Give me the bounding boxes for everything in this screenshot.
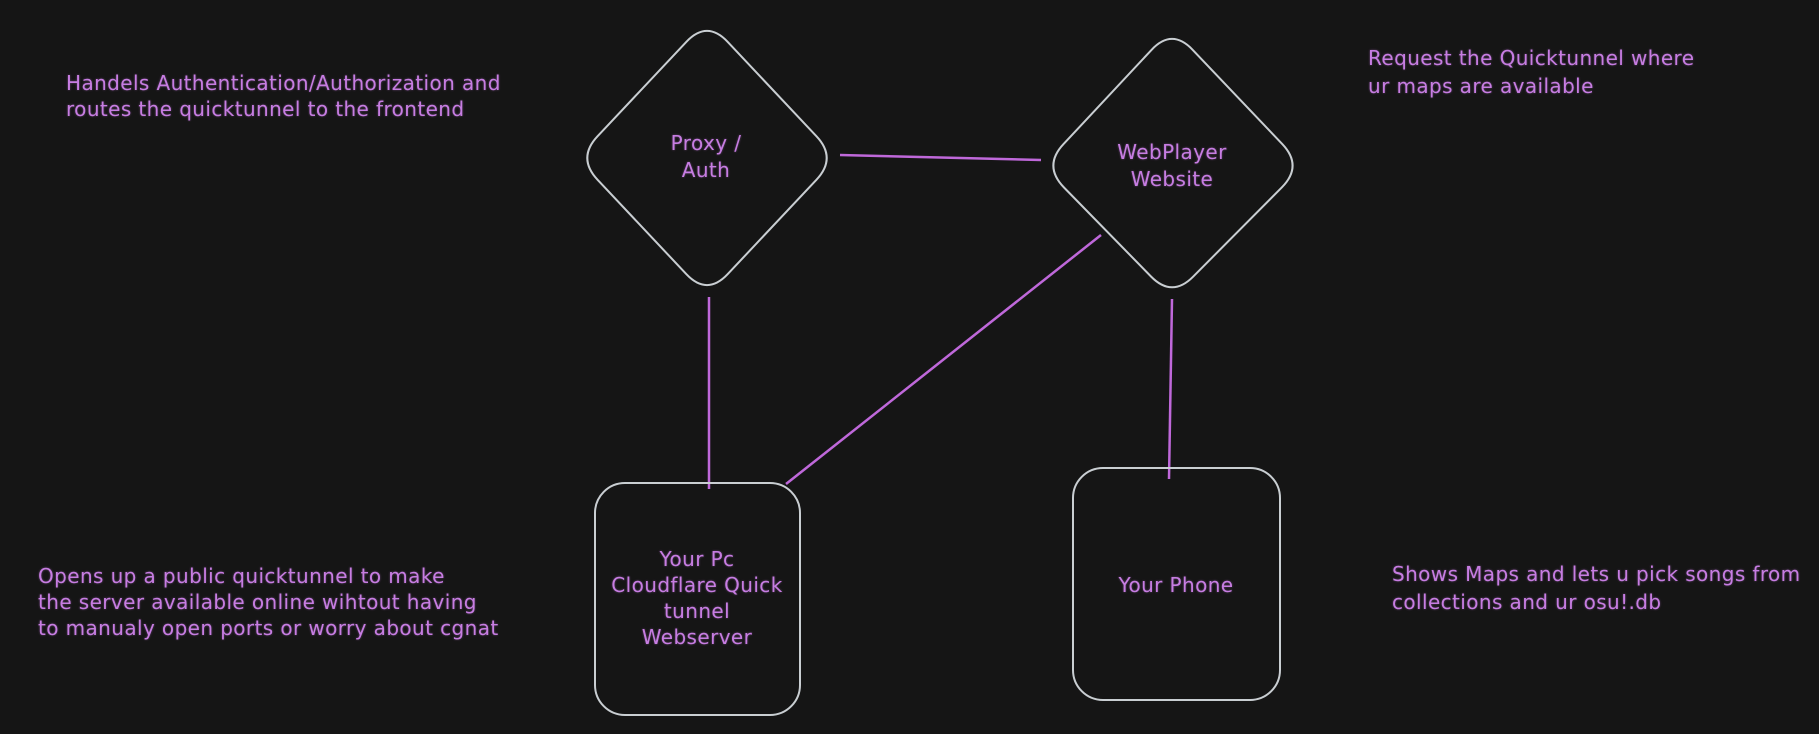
annotation-webplayer-note[interactable]: Request the Quicktunnel where ur maps ar…: [1368, 46, 1695, 98]
node-shape-proxy-auth[interactable]: [586, 29, 828, 287]
node-shape-your-phone[interactable]: [1072, 467, 1281, 701]
annotation-phone-note[interactable]: Shows Maps and lets u pick songs from co…: [1392, 562, 1801, 614]
edge-webplayer-to-phone[interactable]: [1167, 298, 1174, 480]
node-shape-pc-webserver[interactable]: [594, 482, 801, 716]
annotation-proxy-note[interactable]: Handels Authentication/Authorization and…: [66, 71, 501, 121]
node-label-webplayer-website[interactable]: WebPlayer Website: [1117, 140, 1227, 191]
node-label-pc-webserver[interactable]: Your Pc Cloudflare Quick tunnel Webserve…: [611, 547, 783, 649]
annotation-webserver-note[interactable]: Opens up a public quicktunnel to make th…: [38, 564, 499, 640]
edge-webplayer-to-webserver[interactable]: [785, 234, 1102, 485]
node-label-your-phone[interactable]: Your Phone: [1118, 573, 1234, 597]
node-label-proxy-auth[interactable]: Proxy / Auth: [670, 131, 742, 182]
edge-proxy-to-webplayer[interactable]: [839, 153, 1042, 162]
node-shape-webplayer-website[interactable]: [1052, 37, 1294, 289]
